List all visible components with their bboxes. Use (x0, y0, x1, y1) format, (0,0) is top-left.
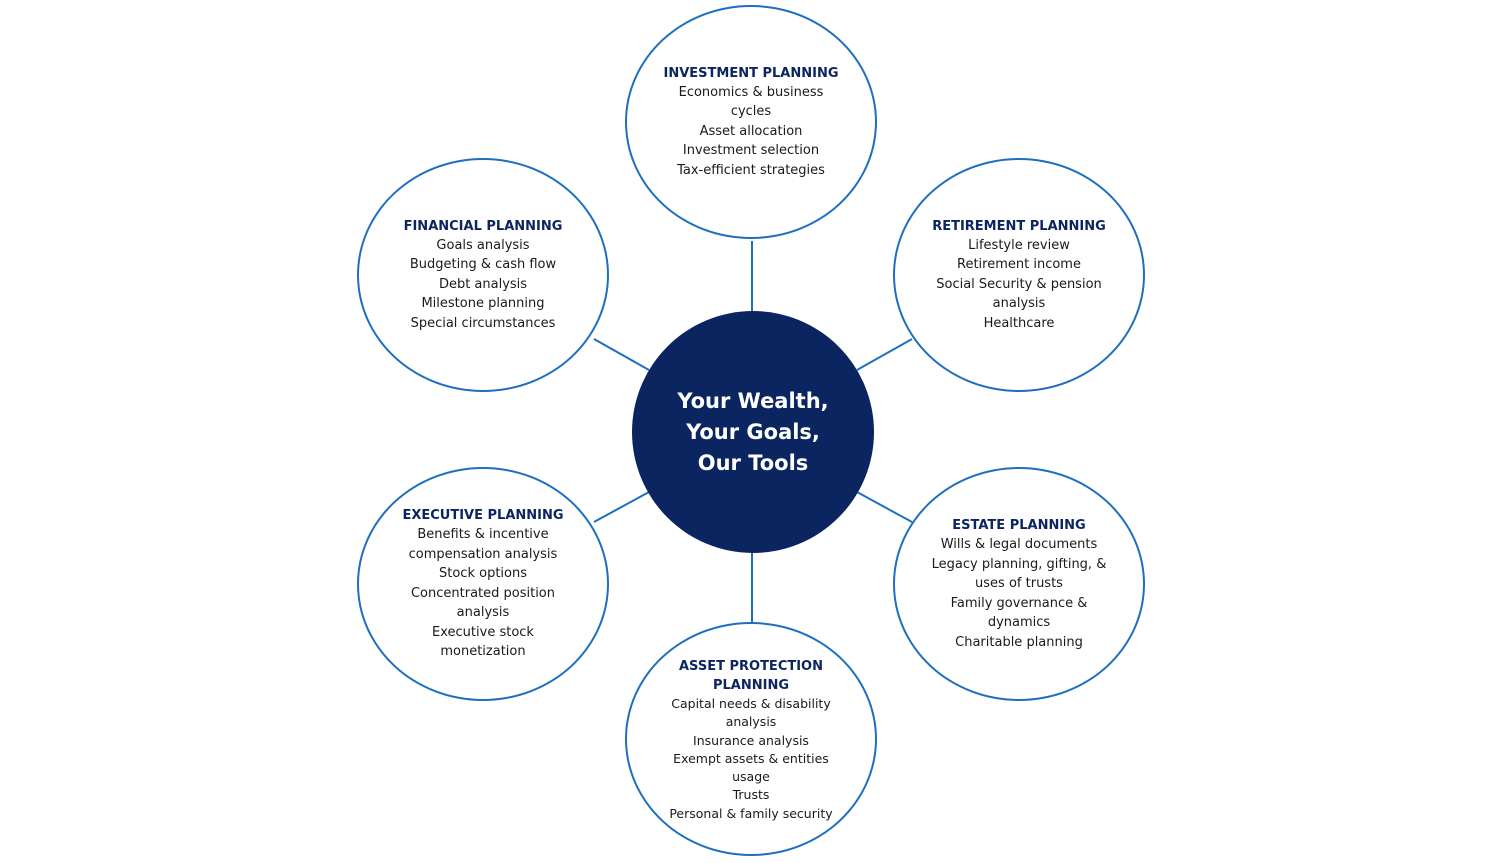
node-title: FINANCIAL PLANNING (403, 218, 563, 234)
node-item-list: Economics & business cycles Asset alloca… (660, 83, 842, 181)
retirement-planning-circle: RETIREMENT PLANNING Lifestyle review Ret… (893, 158, 1145, 392)
list-item: Family governance & dynamics (950, 595, 1088, 631)
list-item: Tax-efficient strategies (677, 162, 825, 178)
hub-title-line: Your Wealth, (677, 388, 829, 413)
executive-planning-circle: EXECUTIVE PLANNING Benefits & incentive … (357, 467, 609, 701)
list-item: Legacy planning, gifting, & uses of trus… (931, 556, 1107, 592)
node-title: RETIREMENT PLANNING (932, 218, 1106, 234)
list-item: Special circumstances (410, 315, 556, 331)
connector-retirement (856, 338, 913, 371)
list-item: Goals analysis (436, 237, 530, 253)
investment-planning-circle: INVESTMENT PLANNING Economics & business… (625, 5, 877, 239)
connector-financial (593, 338, 650, 371)
list-item: Stock options (439, 566, 527, 582)
list-item: Exempt assets & entities usage (673, 750, 829, 785)
estate-planning-circle: ESTATE PLANNING Wills & legal documents … (893, 467, 1145, 701)
node-title: INVESTMENT PLANNING (663, 65, 839, 81)
node-title: EXECUTIVE PLANNING (402, 508, 564, 524)
hub-title-line: Our Tools (697, 450, 809, 475)
list-item: Healthcare (983, 315, 1055, 331)
hub-title: Your Wealth, Your Goals, Our Tools (653, 386, 853, 479)
hub-title-line: Your Goals, (686, 419, 820, 444)
central-hub: Your Wealth, Your Goals, Our Tools (632, 311, 874, 553)
list-item: Budgeting & cash flow (409, 257, 557, 273)
node-title: ASSET PROTECTION PLANNING (679, 659, 823, 693)
node-item-list: Benefits & incentive compensation analys… (392, 525, 574, 662)
list-item: Lifestyle review (968, 237, 1070, 253)
list-item: Retirement income (957, 257, 1081, 273)
list-item: Executive stock monetization (432, 624, 534, 660)
list-item: Debt analysis (438, 276, 528, 292)
asset-protection-planning-circle: ASSET PROTECTION PLANNING Capital needs … (625, 622, 877, 856)
node-title: ESTATE PLANNING (952, 518, 1086, 533)
node-item-list: Capital needs & disability analysis Insu… (663, 695, 839, 823)
list-item: Personal & family security (669, 805, 833, 821)
node-item-list: Wills & legal documents Legacy planning,… (928, 535, 1110, 652)
financial-planning-circle: FINANCIAL PLANNING Goals analysis Budget… (357, 158, 609, 392)
node-item-list: Goals analysis Budgeting & cash flow Deb… (392, 236, 574, 334)
list-item: Benefits & incentive compensation analys… (408, 527, 558, 562)
list-item: Wills & legal documents (940, 537, 1098, 552)
connector-executive (593, 491, 650, 523)
list-item: Milestone planning (421, 296, 545, 312)
list-item: Economics & business cycles (678, 84, 824, 120)
list-item: Trusts (732, 787, 770, 803)
list-item: Insurance analysis (693, 732, 809, 748)
list-item: Charitable planning (955, 634, 1083, 650)
list-item: Asset allocation (699, 123, 803, 139)
node-item-list: Lifestyle review Retirement income Socia… (928, 236, 1110, 334)
list-item: Social Security & pension analysis (936, 276, 1102, 312)
list-item: Capital needs & disability analysis (671, 696, 831, 730)
connector-estate (856, 491, 913, 523)
list-item: Investment selection (682, 143, 820, 159)
list-item: Concentrated position analysis (410, 585, 556, 621)
